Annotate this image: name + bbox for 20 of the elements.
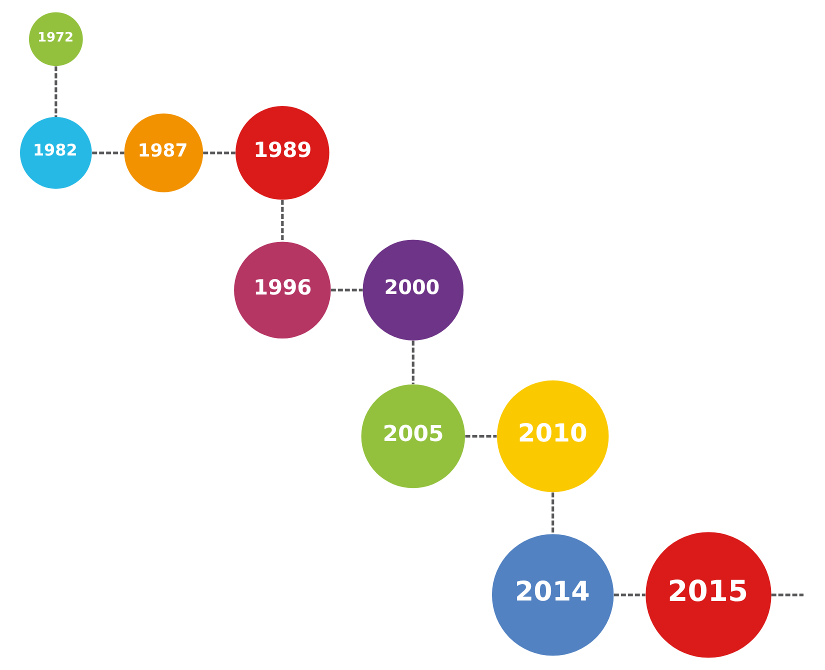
node-circle: 2014 bbox=[492, 534, 614, 656]
connector bbox=[54, 66, 58, 117]
node-circle: 1987 bbox=[124, 113, 204, 192]
node-circle: 1989 bbox=[236, 106, 330, 200]
connector bbox=[281, 200, 284, 242]
connector bbox=[330, 288, 363, 292]
node-circle: 2005 bbox=[361, 384, 466, 488]
node-circle: 2010 bbox=[496, 380, 609, 492]
connector bbox=[614, 594, 646, 596]
node-circle: 2000 bbox=[362, 240, 464, 340]
connector bbox=[552, 492, 554, 534]
connector bbox=[92, 152, 124, 154]
node-circle: 1972 bbox=[28, 12, 83, 66]
connector bbox=[771, 594, 804, 596]
node-circle: 2015 bbox=[646, 532, 772, 658]
node-circle: 1982 bbox=[20, 116, 92, 189]
connector bbox=[412, 340, 414, 384]
connector bbox=[465, 434, 497, 438]
connector bbox=[203, 152, 236, 154]
node-circle: 1996 bbox=[234, 242, 331, 338]
